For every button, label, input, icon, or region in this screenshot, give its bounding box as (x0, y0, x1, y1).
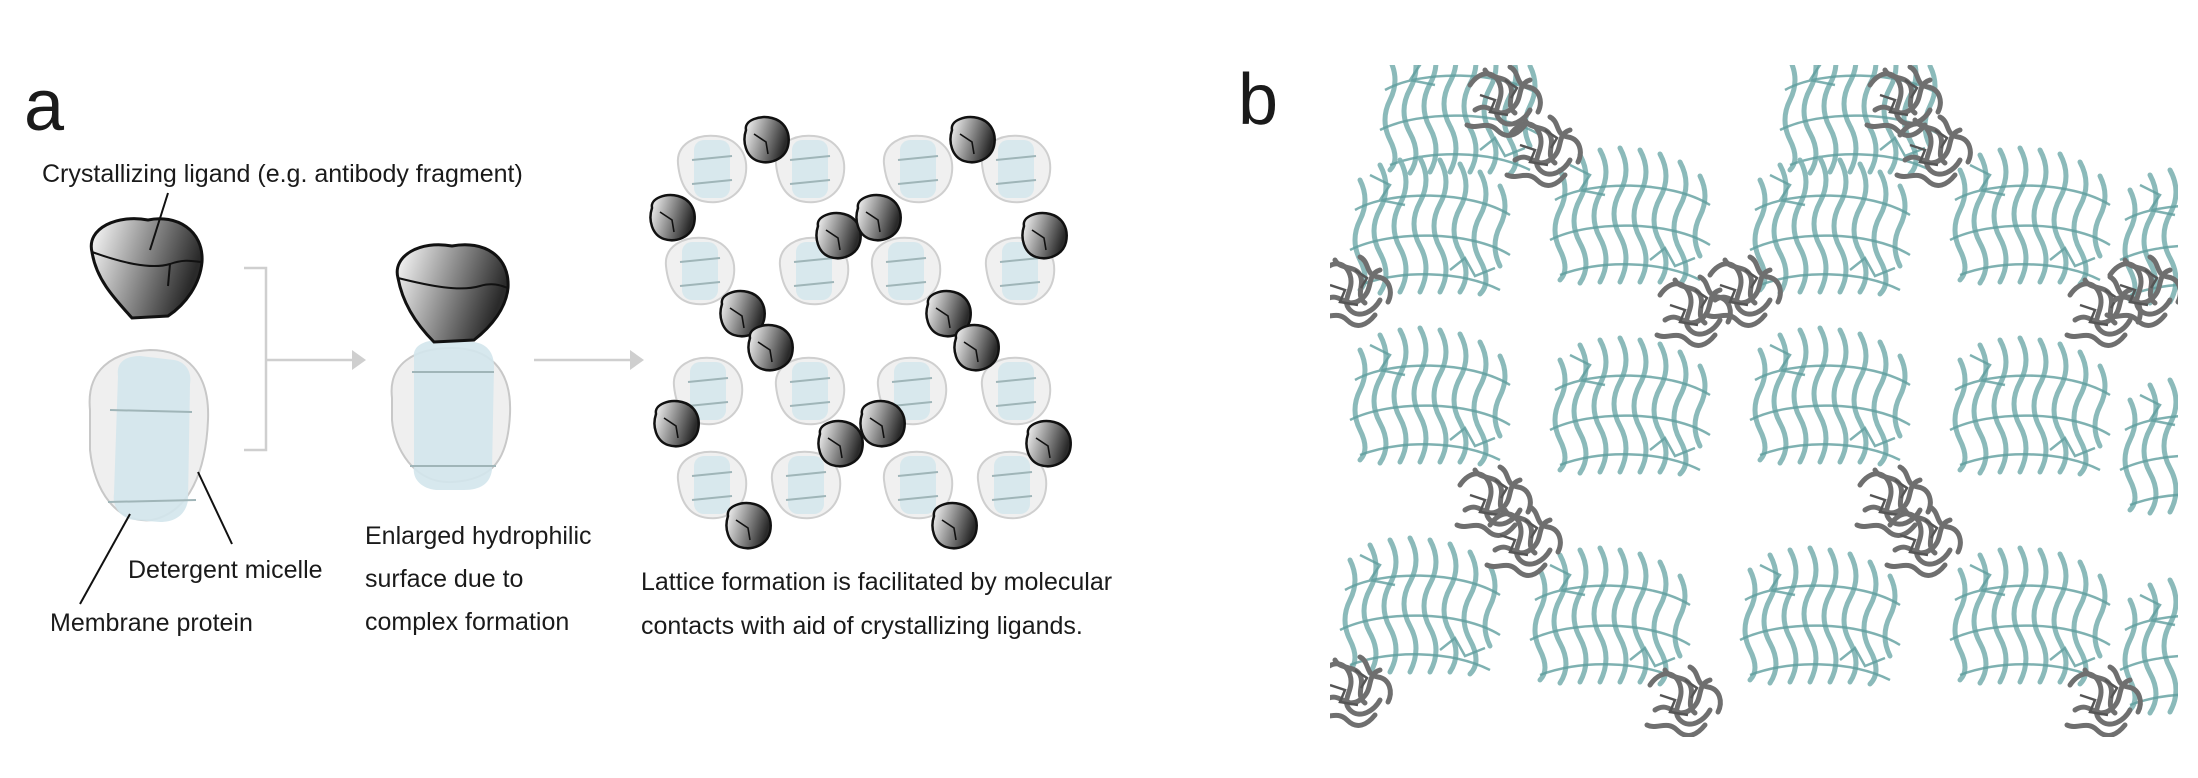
protein-clusters (1340, 38, 2198, 714)
lattice (649, 115, 1072, 550)
complex-caption-line-2: surface due to (365, 565, 524, 593)
lattice-caption-line-1: Lattice formation is facilitated by mole… (641, 568, 1113, 596)
complex-caption-line-3: complex formation (365, 608, 570, 636)
membrane-leader-line (79, 513, 131, 605)
panel-b-letter: b (1238, 60, 1279, 140)
ligand-label: Crystallizing ligand (e.g. antibody frag… (42, 160, 523, 188)
step1-components (79, 192, 233, 605)
complex-caption-line-1: Enlarged hydrophilic (365, 522, 592, 550)
detergent-leader-line (197, 471, 233, 545)
arrow-2 (534, 350, 644, 370)
lattice-caption-line-2: contacts with aid of crystallizing ligan… (641, 612, 1083, 640)
micelle-with-protein (88, 348, 210, 522)
detergent-label: Detergent micelle (128, 556, 323, 584)
ligand-leader-line (149, 192, 169, 251)
arrow-1 (244, 266, 366, 452)
panel-a-letter: a (24, 66, 65, 146)
crystal-packing (1317, 38, 2198, 735)
step2-complex (390, 243, 512, 490)
membrane-label: Membrane protein (50, 609, 253, 637)
ligand-shape (89, 217, 204, 320)
